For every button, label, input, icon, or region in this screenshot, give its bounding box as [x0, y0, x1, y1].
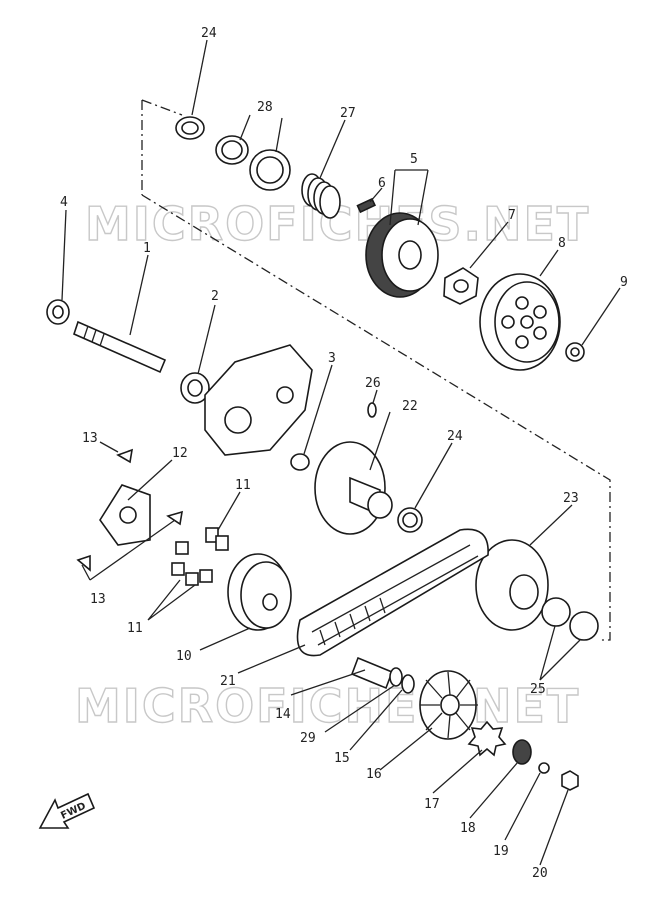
label-12: 12 [172, 446, 188, 461]
label-24-lower: 24 [447, 429, 463, 444]
label-1: 1 [143, 241, 151, 256]
label-28: 28 [257, 100, 273, 115]
label-13-top: 13 [82, 431, 98, 446]
label-29: 29 [300, 731, 316, 746]
label-17: 16 [366, 767, 382, 782]
label-20: 19 [493, 844, 509, 859]
part-10-primary-pulley [227, 553, 292, 631]
part-14-bushing [350, 656, 394, 690]
part-19-one-way-clutch [512, 739, 532, 765]
part-13-guide-c [76, 554, 91, 572]
part-11-rollers [171, 527, 229, 586]
label-22: 22 [402, 399, 418, 414]
part-28-sleeves [215, 135, 291, 191]
part-5-clutch [365, 212, 439, 298]
label-11-bottom: 11 [127, 621, 143, 636]
assembly-boundary [141, 99, 611, 641]
part-15-washer-b [401, 674, 415, 694]
label-9: 9 [620, 275, 628, 290]
label-19: 18 [460, 821, 476, 836]
label-14: 14 [275, 707, 291, 722]
label-23: 23 [563, 491, 579, 506]
part-8-clutch-housing [479, 273, 561, 371]
part-labels: 24 28 27 5 6 7 8 9 4 1 2 3 26 22 24 23 1… [60, 26, 628, 881]
watermark-bottom: MICROFICHES.NET [75, 679, 580, 733]
part-18-star-washer [467, 720, 507, 757]
gear-housing [204, 344, 313, 456]
part-22-sheave [314, 441, 393, 535]
label-6: 6 [378, 176, 386, 191]
label-13-bottom: 13 [90, 592, 106, 607]
label-27: 27 [340, 106, 356, 121]
label-2: 2 [211, 289, 219, 304]
label-10: 10 [176, 649, 192, 664]
label-8: 8 [558, 236, 566, 251]
part-20-washer [538, 762, 550, 774]
part-13-guide-a [116, 448, 134, 464]
label-7: 7 [508, 208, 516, 223]
part-26-key [367, 402, 377, 418]
part-16-drive-belt [296, 528, 489, 657]
part-21-nut [561, 770, 579, 791]
part-3-washer [290, 453, 310, 471]
label-25: 25 [530, 682, 546, 697]
label-16: 21 [220, 674, 236, 689]
part-15-washer-a [389, 667, 403, 687]
leader-lines [61, 39, 621, 866]
label-15: 15 [334, 751, 350, 766]
label-24-top: 24 [201, 26, 217, 41]
label-26: 26 [365, 376, 381, 391]
part-13-guide-b [166, 510, 183, 526]
label-11-top: 11 [235, 478, 251, 493]
part-17-fan-pulley [419, 670, 478, 740]
part-23-secondary-sheave [475, 539, 549, 631]
part-27-spring [301, 173, 341, 219]
label-5: 5 [410, 152, 418, 167]
label-21: 20 [532, 866, 548, 881]
fwd-arrow-icon: FWD [38, 792, 96, 829]
label-18: 17 [424, 797, 440, 812]
part-25-ring-a [541, 597, 571, 627]
label-3: 3 [328, 351, 336, 366]
label-4: 4 [60, 195, 68, 210]
part-1-shaft [73, 320, 167, 374]
part-25-ring-b [569, 611, 599, 641]
